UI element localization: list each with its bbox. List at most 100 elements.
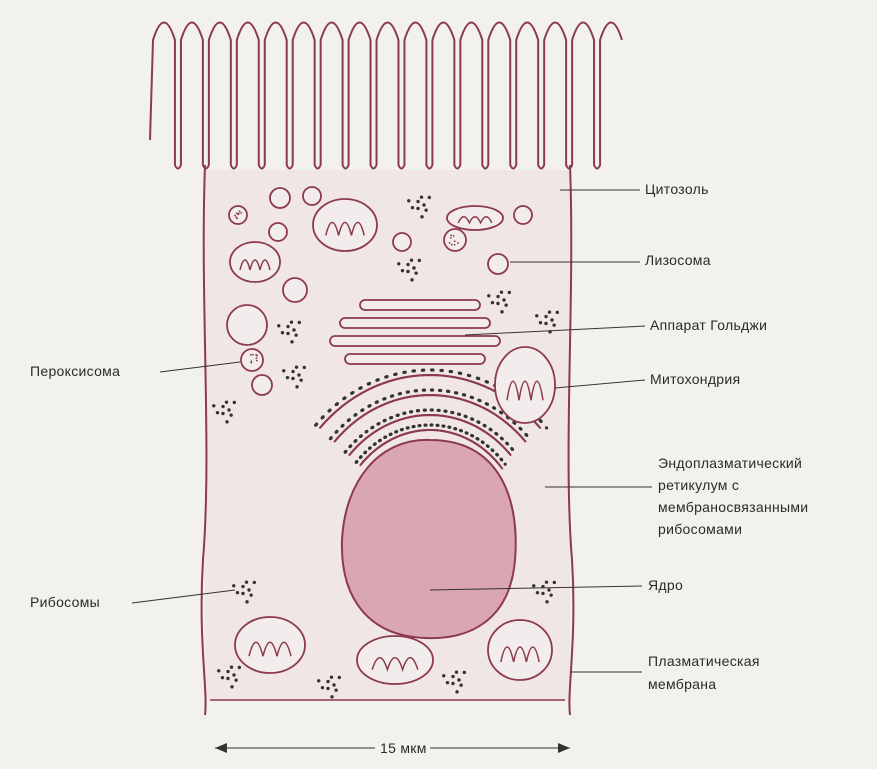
peroxisome (241, 349, 263, 371)
free-ribosome (277, 324, 280, 327)
free-ribosome (410, 258, 413, 261)
free-ribosome (332, 683, 335, 686)
ribosome (384, 435, 387, 438)
free-ribosome (295, 385, 298, 388)
ribosome (471, 418, 474, 421)
ribosome (464, 415, 467, 418)
free-ribosome (227, 408, 230, 411)
free-ribosome (536, 591, 539, 594)
ribosome (459, 372, 462, 375)
free-ribosome (291, 370, 294, 373)
label-plasma-1: Плазматическая (648, 653, 760, 669)
ribosome (391, 394, 394, 397)
free-ribosome (418, 259, 421, 262)
peroxisome-granule (240, 212, 242, 214)
free-ribosome (217, 669, 220, 672)
peroxisome-granule (449, 242, 451, 244)
peroxisome (444, 229, 466, 251)
free-ribosome (446, 681, 449, 684)
ribosome (348, 418, 351, 421)
free-ribosome (552, 323, 555, 326)
free-ribosome (412, 266, 415, 269)
ribosome (385, 375, 388, 378)
ribosome (368, 404, 371, 407)
free-ribosome (334, 688, 337, 691)
ribosome (525, 434, 528, 437)
golgi-cisterna (345, 354, 485, 364)
ribosome (344, 450, 347, 453)
vesicle (227, 305, 267, 345)
free-ribosome (548, 310, 551, 313)
nucleus (342, 440, 516, 638)
label-cytosol: Цитозоль (645, 181, 709, 197)
mitochondrion (447, 206, 503, 230)
label-lysosome: Лизосома (645, 252, 711, 268)
ribosome (501, 437, 504, 440)
free-ribosome (553, 581, 556, 584)
ribosome (404, 371, 407, 374)
free-ribosome (292, 328, 295, 331)
free-ribosome (232, 673, 235, 676)
ribosome (463, 393, 466, 396)
free-ribosome (286, 376, 289, 379)
ribosome (540, 420, 543, 423)
free-ribosome (407, 199, 410, 202)
free-ribosome (504, 303, 507, 306)
label-ribosomes: Рибосомы (30, 594, 100, 610)
ribosome (395, 430, 398, 433)
label-nucleus: Ядро (648, 577, 683, 593)
free-ribosome (539, 321, 542, 324)
free-ribosome (410, 278, 413, 281)
vesicle (488, 254, 508, 274)
free-ribosome (230, 685, 233, 688)
free-ribosome (233, 401, 236, 404)
mitochondrion (495, 347, 555, 423)
label-golgi: Аппарат Гольджи (650, 317, 767, 333)
ribosome (441, 369, 444, 372)
peroxisome-granule (250, 354, 252, 356)
free-ribosome (428, 196, 431, 199)
ribosome (545, 426, 548, 429)
free-ribosome (550, 318, 553, 321)
ribosome (418, 424, 421, 427)
free-ribosome (226, 670, 229, 673)
ribosome (328, 408, 331, 411)
ribosome (431, 368, 434, 371)
free-ribosome (281, 331, 284, 334)
ribosome (401, 428, 404, 431)
ribosome (486, 445, 489, 448)
ribosome (495, 433, 498, 436)
ribosome (379, 439, 382, 442)
ribosome (431, 388, 434, 391)
free-ribosome (414, 271, 417, 274)
ribosome (489, 428, 492, 431)
ribosome (371, 426, 374, 429)
free-ribosome (232, 584, 235, 587)
ribosome (368, 382, 371, 385)
ribosome (444, 410, 447, 413)
vesicle (252, 375, 272, 395)
ribosome (430, 423, 433, 426)
free-ribosome (290, 340, 293, 343)
free-ribosome (541, 592, 544, 595)
ribosome (454, 427, 457, 430)
ribosome (424, 409, 427, 412)
ribosome (486, 403, 489, 406)
ribosome (447, 390, 450, 393)
ribosome (491, 449, 494, 452)
peroxisome-granule (256, 355, 258, 357)
label-peroxisome: Пероксисома (30, 363, 120, 379)
free-ribosome (290, 320, 293, 323)
ribosome (478, 399, 481, 402)
golgi-cisterna (330, 336, 500, 346)
ribosome (359, 386, 362, 389)
free-ribosome (253, 581, 256, 584)
ribosome (460, 429, 463, 432)
free-ribosome (455, 690, 458, 693)
ribosome (359, 455, 362, 458)
free-ribosome (226, 677, 229, 680)
ribosome (415, 389, 418, 392)
free-ribosome (326, 687, 329, 690)
mitochondrion (313, 199, 377, 251)
